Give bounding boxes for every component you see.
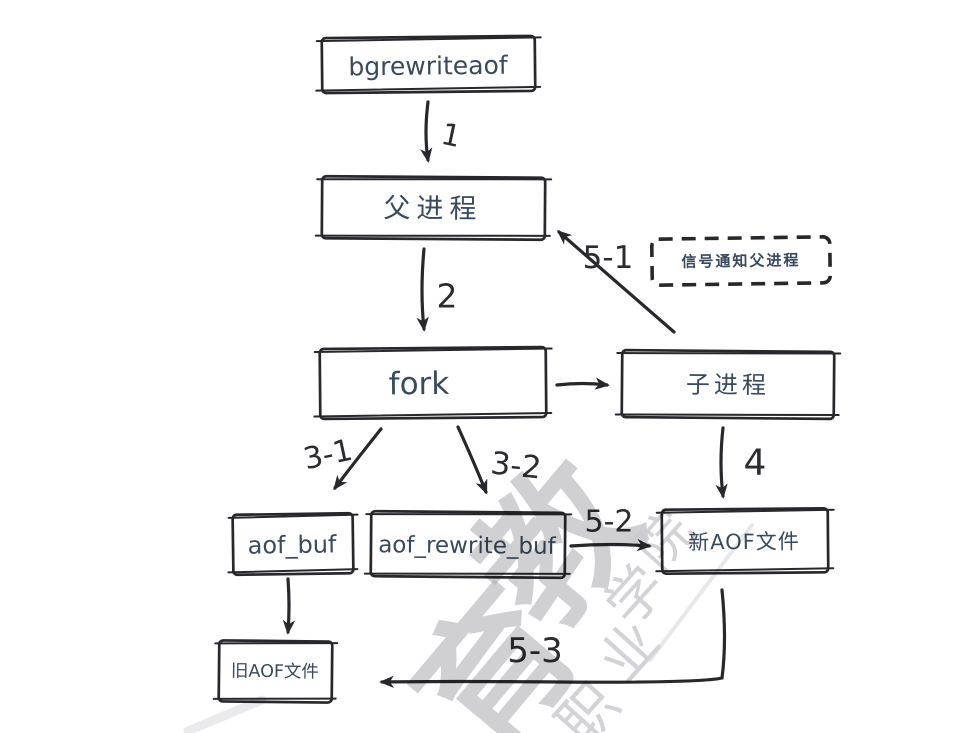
node-fork: fork: [313, 345, 553, 421]
edge-label-5-3: 5-3: [507, 631, 563, 671]
edge-step2-arrow: [416, 247, 429, 332]
nodes-layer: bgrewriteaof 父进程 fork 子进程 aof_buf: [212, 34, 842, 704]
edge-fork-to-child-arrow: [555, 377, 610, 390]
edge-aofbuf-to-oldaof-arrow: [282, 577, 296, 635]
edges-layer: [282, 100, 728, 689]
edge-label-1: 1: [438, 117, 464, 155]
edge-label-5-2: 5-2: [585, 505, 634, 540]
svg-text:aof_rewrite_buf: aof_rewrite_buf: [378, 532, 557, 560]
svg-text:fork: fork: [389, 366, 450, 403]
edge-step5-3-arrow: [379, 588, 727, 689]
node-aof-rewrite-buf: aof_rewrite_buf: [363, 509, 573, 580]
node-parent-process: 父进程: [314, 174, 553, 242]
edge-step5-2-arrow: [569, 538, 652, 552]
edge-step5-1-arrow: [556, 230, 676, 334]
node-signal-notify-parent: 信号通知父进程: [649, 235, 833, 287]
node-bgrewriteaof: bgrewriteaof: [315, 34, 542, 95]
node-old-aof-file: 旧AOF文件: [212, 639, 339, 704]
edge-label-4: 4: [744, 443, 767, 484]
edge-step1-arrow: [420, 100, 433, 163]
svg-text:bgrewriteaof: bgrewriteaof: [348, 51, 509, 82]
svg-text:子进程: 子进程: [686, 371, 770, 400]
edge-step4-arrow: [715, 426, 728, 499]
svg-text:父进程: 父进程: [383, 193, 482, 225]
edge-label-5-1: 5-1: [583, 240, 634, 276]
edge-step3-2-arrow: [456, 425, 488, 495]
svg-text:旧AOF文件: 旧AOF文件: [231, 662, 319, 683]
edge-label-2: 2: [437, 277, 458, 316]
node-new-aof-file: 新AOF文件: [655, 506, 835, 576]
edge-step3-1-arrow: [333, 427, 383, 491]
node-child-process: 子进程: [614, 348, 842, 421]
svg-text:aof_buf: aof_buf: [247, 530, 337, 559]
node-aof-buf: aof_buf: [227, 511, 359, 577]
svg-text:信号通知父进程: 信号通知父进程: [681, 251, 800, 271]
edge-label-3-2: 3-2: [489, 445, 543, 486]
watermark-streak-1: [648, 523, 754, 662]
watermark-streak-2: [183, 695, 267, 733]
